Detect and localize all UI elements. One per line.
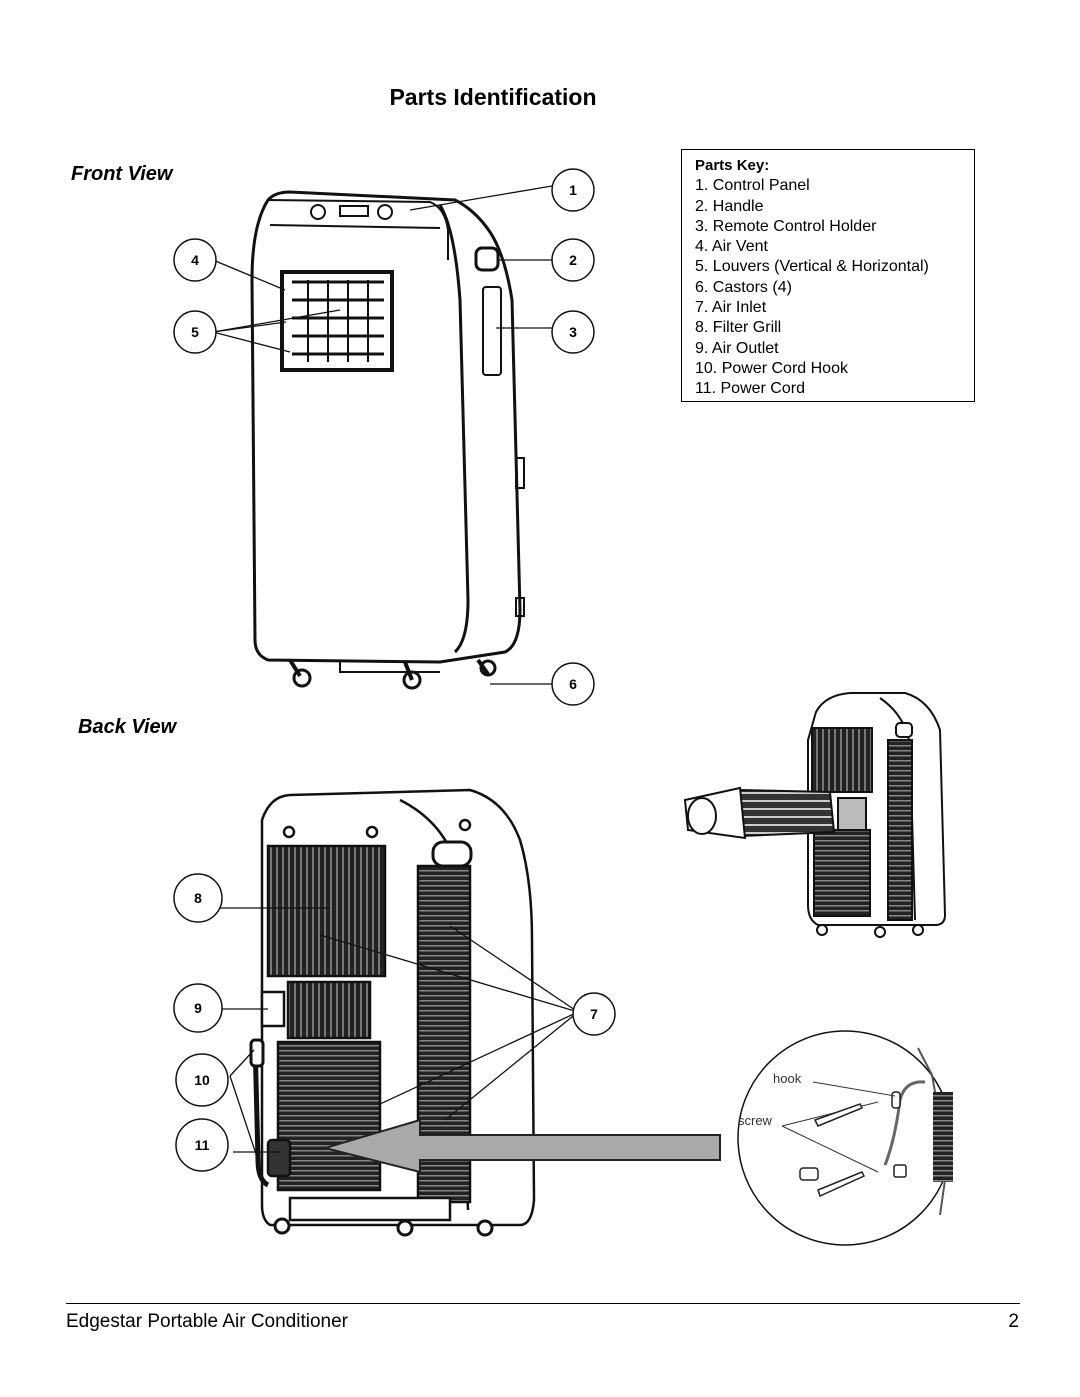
parts-key-box: Parts Key: 1. Control Panel 2. Handle 3.… — [681, 149, 975, 402]
callout-number: 9 — [194, 1000, 202, 1016]
parts-diagram: hook screw 1 2 3 4 5 — [173, 168, 953, 1246]
callout-6: 6 — [551, 662, 595, 706]
back-view-label: Back View — [78, 716, 177, 738]
parts-key-item: 6. Castors (4) — [695, 278, 792, 296]
callout-2: 2 — [551, 238, 595, 282]
parts-key-item: 3. Remote Control Holder — [695, 217, 877, 235]
callout-5: 5 — [173, 310, 217, 354]
callout-8: 8 — [173, 873, 223, 923]
footer-divider — [66, 1303, 1020, 1304]
page-title: Parts Identification — [389, 84, 597, 110]
hook-label: hook — [773, 1071, 802, 1086]
parts-key-item: 11. Power Cord — [695, 380, 805, 398]
callout-11: 11 — [175, 1118, 229, 1172]
callout-number: 7 — [590, 1006, 598, 1022]
callout-number: 3 — [569, 324, 577, 340]
parts-key-item: 1. Control Panel — [695, 177, 810, 195]
parts-key-item: 7. Air Inlet — [695, 299, 767, 317]
callout-3: 3 — [551, 310, 595, 354]
parts-key-item: 9. Air Outlet — [695, 339, 779, 357]
callout-number: 6 — [569, 676, 577, 692]
page-number: 2 — [1008, 1311, 1019, 1332]
callout-number: 8 — [194, 890, 202, 906]
direction-arrow-icon — [321, 1118, 721, 1174]
parts-key-item: 10. Power Cord Hook — [695, 359, 848, 377]
hook-detail-circle: hook screw — [737, 1030, 953, 1246]
parts-key-item: 8. Filter Grill — [695, 319, 782, 337]
parts-key-item: 5. Louvers (Vertical & Horizontal) — [695, 258, 929, 276]
leader-lines — [212, 185, 579, 1173]
callout-number: 1 — [569, 182, 577, 198]
callout-number: 10 — [194, 1072, 210, 1088]
front-view-label: Front View — [71, 163, 173, 185]
callout-number: 11 — [195, 1137, 210, 1153]
callout-4: 4 — [173, 238, 217, 282]
callout-number: 5 — [191, 324, 199, 340]
callout-9: 9 — [173, 983, 223, 1033]
callout-number: 4 — [191, 252, 199, 268]
callout-10: 10 — [175, 1053, 229, 1107]
front-view-unit — [250, 190, 525, 690]
parts-key-item: 4. Air Vent — [695, 238, 768, 256]
parts-key-item: 2. Handle — [695, 197, 764, 215]
parts-key-list: 1. Control Panel 2. Handle 3. Remote Con… — [695, 176, 974, 399]
footer-title: Edgestar Portable Air Conditioner — [66, 1311, 348, 1332]
screw-label: screw — [738, 1113, 773, 1128]
callout-1: 1 — [551, 168, 595, 212]
parts-key-title: Parts Key: — [695, 157, 770, 174]
hose-installed-view — [683, 692, 947, 938]
back-view-unit — [249, 788, 536, 1237]
callout-7: 7 — [572, 992, 616, 1036]
callout-number: 2 — [569, 252, 577, 268]
